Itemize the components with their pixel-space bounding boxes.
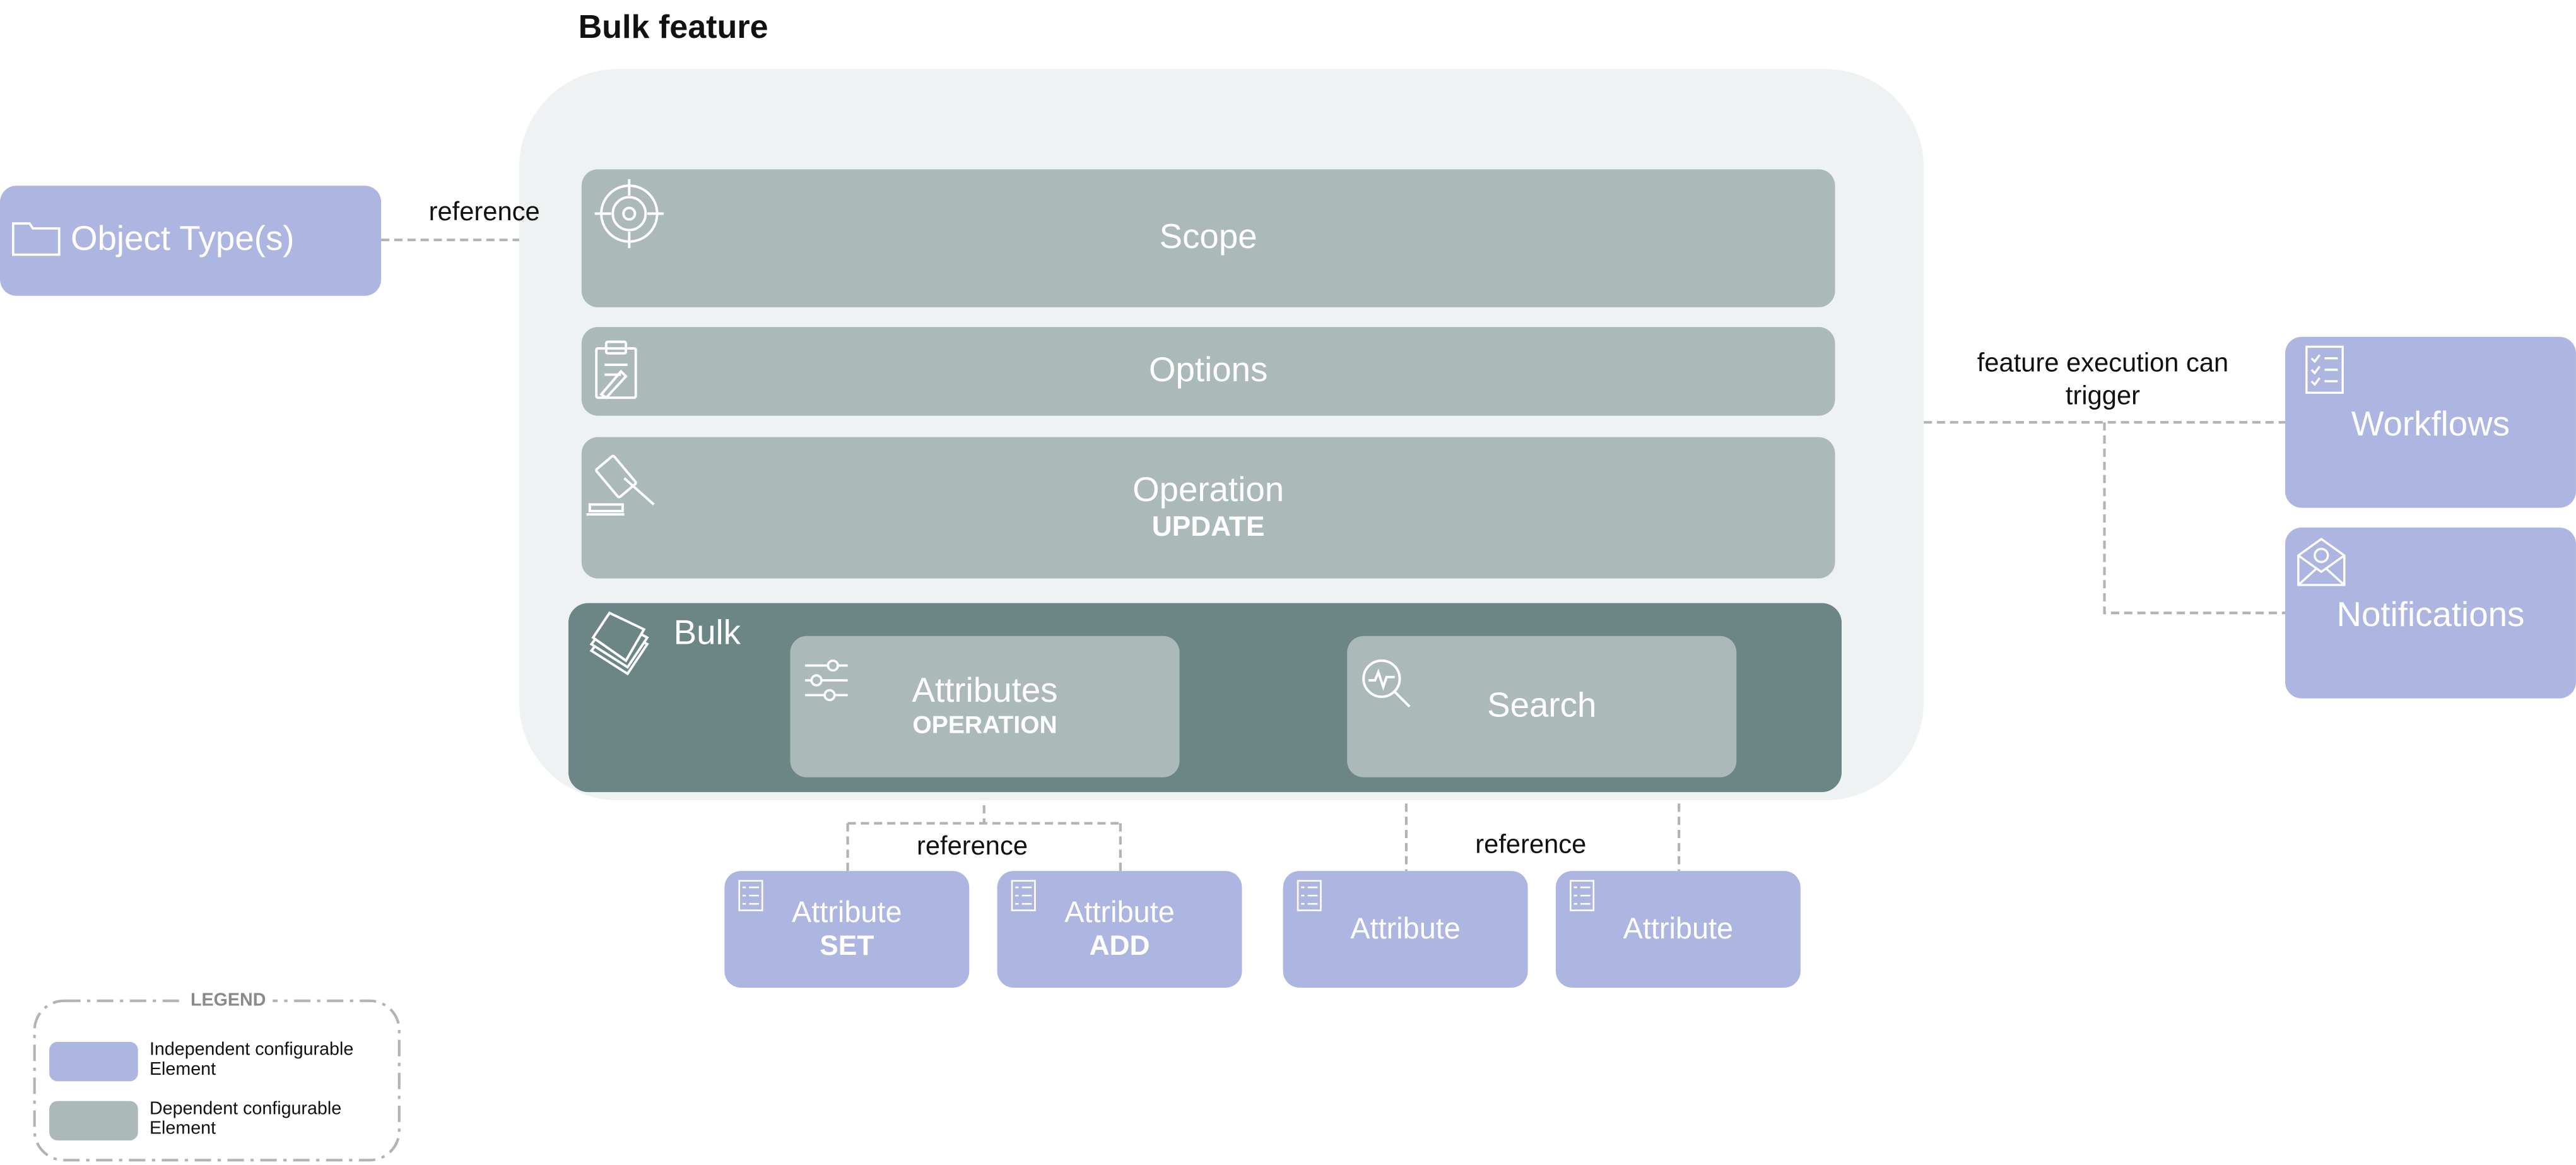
options-label: Options bbox=[1148, 352, 1268, 389]
workflows-label: Workflows bbox=[2351, 405, 2510, 444]
checklist-icon bbox=[2305, 345, 2344, 394]
object-types-label: Object Type(s) bbox=[70, 221, 295, 259]
checklist-icon bbox=[1297, 880, 1322, 911]
legend-swatch-dependent bbox=[49, 1101, 138, 1141]
target-icon bbox=[594, 179, 664, 249]
workflows-box[interactable]: Workflows bbox=[2285, 336, 2576, 508]
object-types-box[interactable]: Object Type(s) bbox=[0, 186, 382, 296]
attribute-add-sub-label: ADD bbox=[1089, 930, 1150, 962]
scope-label: Scope bbox=[1159, 218, 1257, 257]
legend-independent-text: Independent configurable Element bbox=[149, 1040, 354, 1080]
connector-trigger-notifications bbox=[2103, 422, 2286, 615]
object-reference-label: reference bbox=[428, 199, 540, 227]
connector-attributes-attrs bbox=[846, 779, 1122, 872]
attr-reference-label: reference bbox=[916, 833, 1028, 861]
search-label: Search bbox=[1487, 687, 1597, 725]
operation-sub-label: UPDATE bbox=[1151, 511, 1265, 543]
gavel-icon bbox=[586, 454, 655, 516]
attributes-operation-box[interactable]: Attributes OPERATION bbox=[790, 636, 1180, 778]
operation-label: Operation bbox=[1132, 471, 1285, 510]
scope-box[interactable]: Scope bbox=[581, 169, 1835, 307]
operation-box[interactable]: Operation UPDATE bbox=[581, 437, 1835, 579]
attribute-set-box[interactable]: Attribute SET bbox=[724, 871, 970, 988]
clipboard-icon bbox=[595, 340, 637, 399]
checklist-icon bbox=[1570, 880, 1595, 911]
legend-title: LEGEND bbox=[184, 991, 273, 1011]
attribute-2-label: Attribute bbox=[1623, 912, 1734, 945]
notifications-box[interactable]: Notifications bbox=[2285, 527, 2576, 699]
trigger-label: feature execution can trigger bbox=[1977, 350, 2229, 411]
sliders-icon bbox=[804, 659, 848, 702]
diagram-title: Bulk feature bbox=[578, 9, 768, 46]
attribute-search-box-1[interactable]: Attribute bbox=[1283, 871, 1528, 988]
search-reference-label: reference bbox=[1475, 831, 1587, 860]
search-icon bbox=[1362, 659, 1411, 708]
legend-swatch-independent bbox=[49, 1041, 138, 1082]
legend-border bbox=[33, 999, 401, 1162]
attribute-set-label: Attribute bbox=[791, 896, 902, 930]
options-box[interactable]: Options bbox=[581, 327, 1835, 416]
attribute-add-label: Attribute bbox=[1064, 896, 1175, 930]
checklist-icon bbox=[1011, 880, 1036, 911]
attribute-add-box[interactable]: Attribute ADD bbox=[997, 871, 1242, 988]
envelope-icon bbox=[2297, 537, 2346, 586]
attributes-label: Attributes bbox=[912, 672, 1058, 711]
checklist-icon bbox=[738, 880, 763, 911]
attribute-1-label: Attribute bbox=[1350, 912, 1461, 945]
bulk-label: Bulk bbox=[673, 614, 741, 653]
stack-icon bbox=[589, 611, 649, 676]
folder-icon bbox=[12, 222, 61, 256]
attribute-search-box-2[interactable]: Attribute bbox=[1555, 871, 1801, 988]
legend-dependent-text: Dependent configurable Element bbox=[149, 1099, 342, 1139]
attributes-sub-label: OPERATION bbox=[912, 712, 1057, 740]
attribute-set-sub-label: SET bbox=[820, 930, 874, 962]
notifications-label: Notifications bbox=[2336, 596, 2525, 634]
search-box[interactable]: Search bbox=[1347, 636, 1737, 778]
